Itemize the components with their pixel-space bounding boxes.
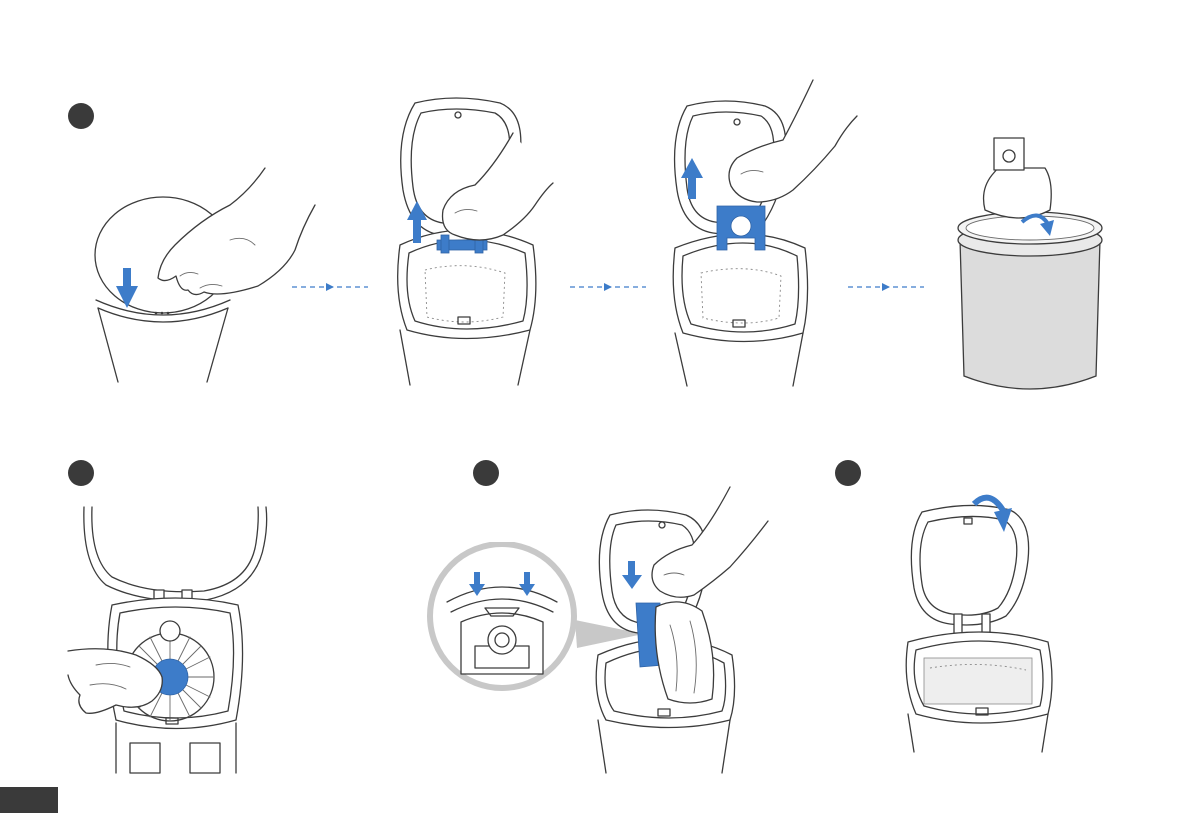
step-3-install-bag-illustration (590, 485, 770, 775)
step-2-clean-filter-illustration (66, 505, 290, 775)
flow-arrow-2 (568, 280, 648, 294)
step-2-marker (68, 460, 94, 486)
step-1-marker (68, 103, 94, 129)
page-tab (0, 787, 58, 813)
step-4-close-lid-illustration (900, 492, 1070, 754)
step-1-grab-handle-illustration (385, 95, 560, 387)
step-3-marker (473, 460, 499, 486)
step-3-slot-detail-illustration (425, 542, 585, 692)
flow-arrow-3 (846, 280, 926, 294)
step-1-press-lid-illustration (80, 160, 330, 385)
step-4-marker (835, 460, 861, 486)
step-1-dispose-bag-illustration (950, 130, 1110, 398)
flow-arrow-1 (290, 280, 370, 294)
step-1-lift-bag-illustration (665, 78, 865, 388)
